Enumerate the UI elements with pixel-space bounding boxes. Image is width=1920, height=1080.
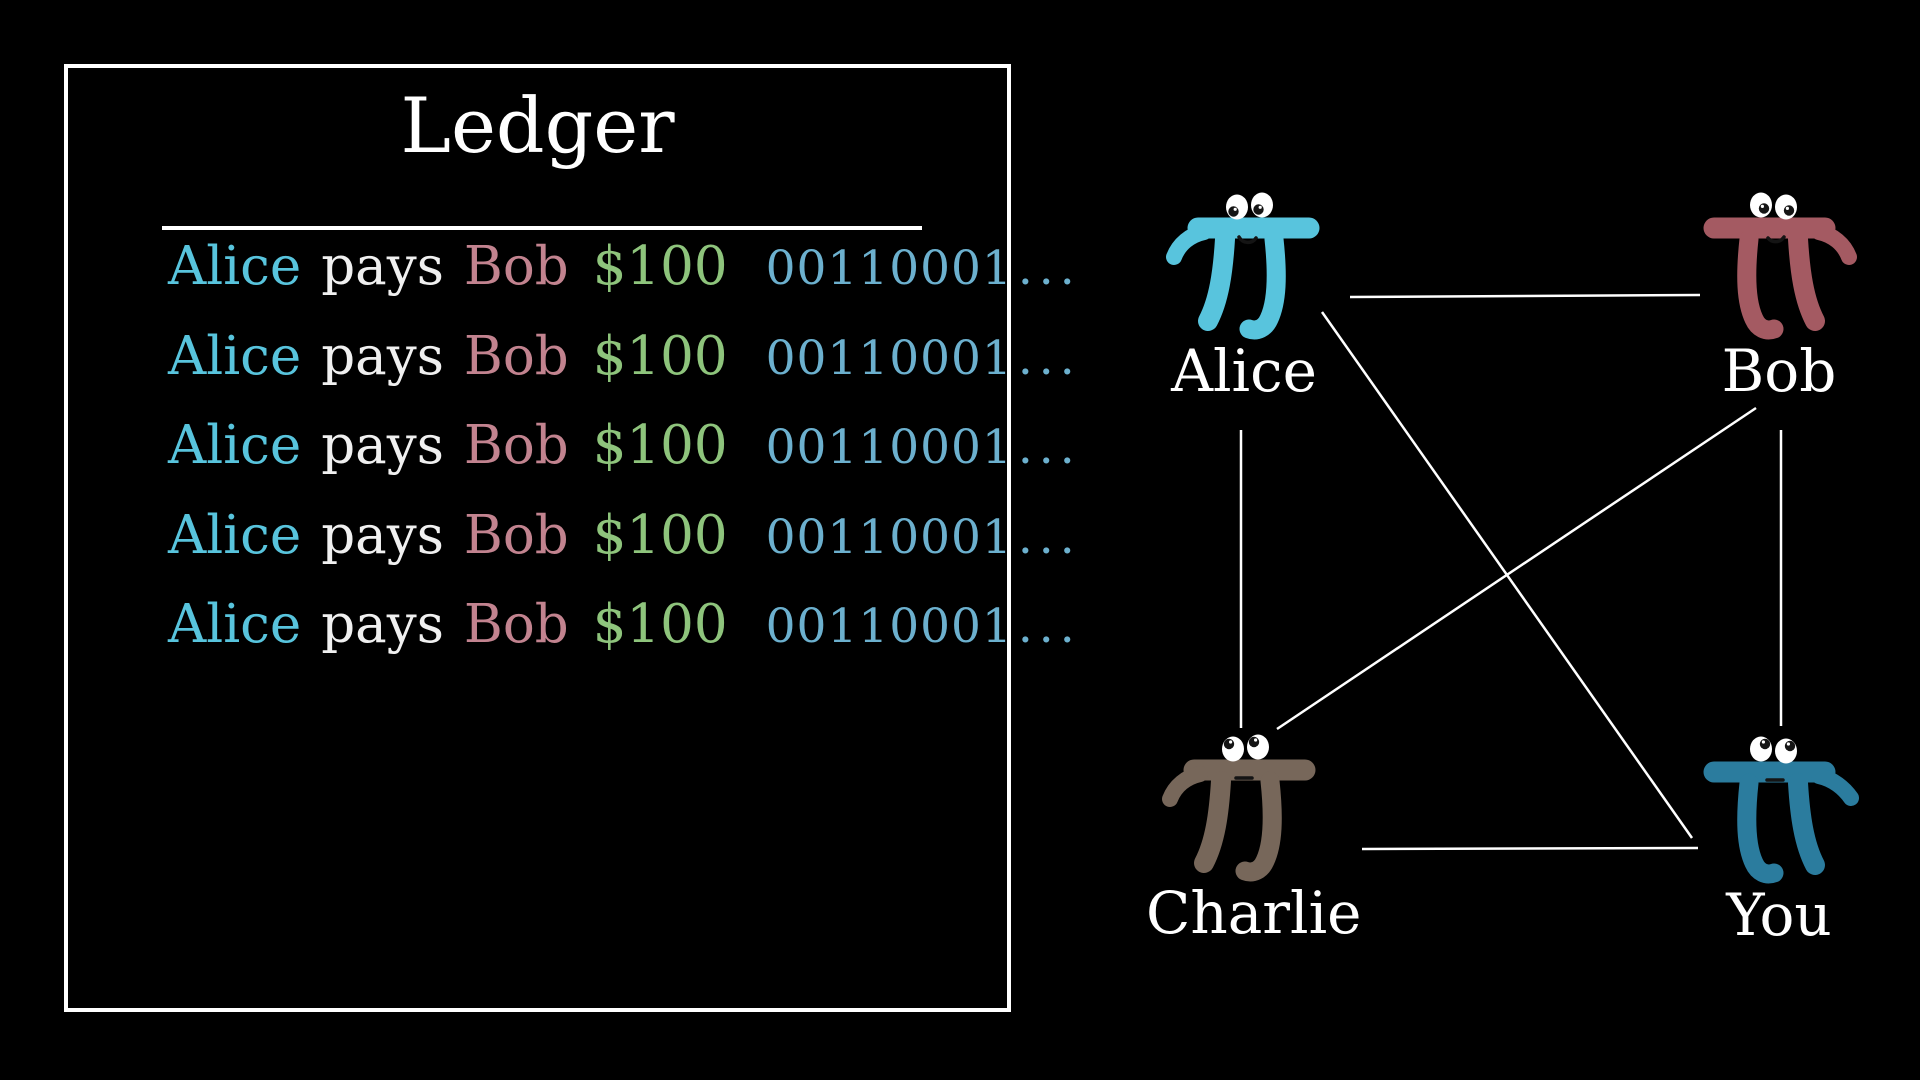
entry-amount: $100	[592, 326, 728, 387]
node-alice: Alice	[1166, 188, 1320, 405]
node-label-alice: Alice	[1171, 337, 1317, 405]
signature-ellipsis: ...	[1017, 241, 1081, 296]
entry-amount: $100	[592, 594, 728, 655]
bob-pi-creature	[1703, 192, 1857, 340]
ledger-title-divider	[162, 226, 922, 230]
entry-verb: pays	[321, 415, 444, 476]
entry-payer: Alice	[168, 415, 302, 476]
pi-eyes	[1226, 192, 1273, 220]
pi-smile-mouth	[1237, 235, 1258, 245]
entry-payee: Bob	[463, 236, 569, 297]
node-label-you: You	[1726, 881, 1832, 949]
alice-pi-creature	[1166, 192, 1320, 340]
edge-bob-charlie	[1276, 406, 1757, 731]
entry-payer: Alice	[168, 236, 302, 297]
entry-signature: 00110001...	[765, 331, 1081, 386]
edge-alice-bob	[1349, 293, 1701, 299]
ledger-title: Ledger	[400, 81, 675, 170]
signature-ellipsis: ...	[1017, 599, 1081, 654]
node-label-bob: Bob	[1721, 337, 1837, 405]
ledger-entry-row: Alice pays Bob $100 00110001...	[168, 503, 1081, 569]
entry-payer: Alice	[168, 326, 302, 387]
pi-smile-mouth	[1766, 235, 1786, 244]
pi-eyes	[1750, 192, 1797, 220]
entry-signature: 00110001...	[765, 599, 1081, 654]
entry-amount: $100	[592, 236, 728, 297]
entry-amount: $100	[592, 505, 728, 566]
edge-charlie-you	[1361, 846, 1699, 851]
pi-body	[1703, 217, 1857, 340]
signature-ellipsis: ...	[1017, 420, 1081, 475]
node-bob: Bob	[1703, 188, 1857, 405]
ledger-entry-row: Alice pays Bob $100 00110001...	[168, 413, 1081, 479]
entry-signature: 00110001...	[765, 510, 1081, 565]
entry-verb: pays	[321, 326, 444, 387]
node-label-charlie: Charlie	[1146, 879, 1362, 947]
entry-payer: Alice	[168, 505, 302, 566]
pi-eyes	[1222, 734, 1269, 762]
pi-body	[1703, 761, 1859, 884]
entry-amount: $100	[592, 415, 728, 476]
entry-payer: Alice	[168, 594, 302, 655]
you-pi-creature	[1703, 736, 1859, 884]
signature-ellipsis: ...	[1017, 510, 1081, 565]
entry-verb: pays	[321, 236, 444, 297]
entry-verb: pays	[321, 505, 444, 566]
entry-payee: Bob	[463, 415, 569, 476]
entry-payee: Bob	[463, 505, 569, 566]
ledger-entry-row: Alice pays Bob $100 00110001...	[168, 592, 1081, 658]
entry-payee: Bob	[463, 326, 569, 387]
node-charlie: Charlie	[1146, 730, 1361, 942]
node-you: You	[1703, 732, 1859, 949]
ledger-panel	[64, 64, 1011, 1012]
ledger-entry-row: Alice pays Bob $100 00110001...	[168, 234, 1081, 300]
ledger-entry-row: Alice pays Bob $100 00110001...	[168, 324, 1081, 390]
entry-signature: 00110001...	[765, 420, 1081, 475]
pi-eyes	[1750, 736, 1797, 764]
charlie-pi-creature	[1162, 734, 1316, 882]
entry-verb: pays	[321, 594, 444, 655]
pi-body	[1166, 217, 1320, 340]
entry-payee: Bob	[463, 594, 569, 655]
entry-signature: 00110001...	[765, 241, 1081, 296]
pi-body	[1162, 759, 1316, 882]
signature-ellipsis: ...	[1017, 331, 1081, 386]
